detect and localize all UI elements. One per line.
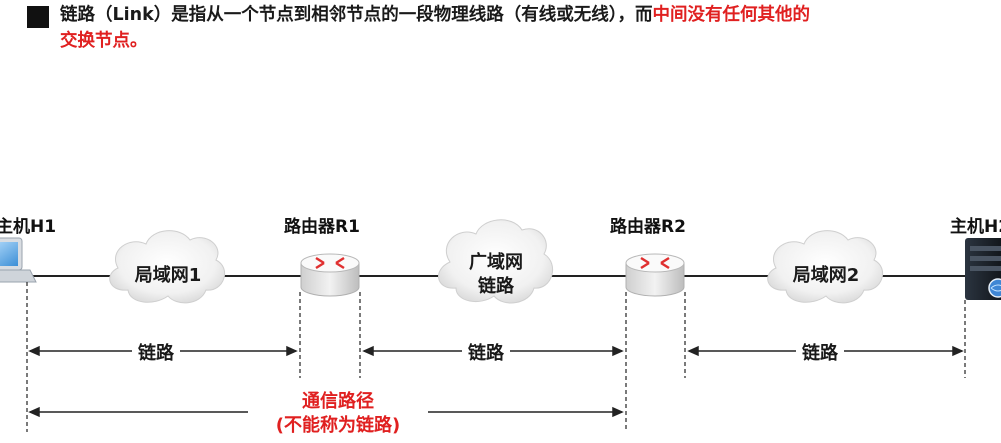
wan-label-line2: 链路	[478, 276, 514, 297]
link2-label: 链路	[462, 339, 510, 365]
cloud-lan2	[767, 230, 884, 304]
statement-part1: 链路（Link）是指从一个节点到相邻节点的一段物理线路（有线或无线），而	[60, 5, 653, 25]
path-label: 通信路径 (不能称为链路)	[248, 390, 428, 438]
cloud-wan	[438, 219, 554, 304]
lan2-label: 局域网2	[792, 265, 860, 286]
router2-label: 路由器R2	[610, 217, 686, 237]
cloud-lan1	[109, 230, 226, 304]
link1-label: 链路	[132, 339, 180, 365]
server-icon	[965, 238, 1001, 300]
host2-label: 主机H2	[950, 217, 1001, 237]
wan-label-line1: 广域网	[469, 252, 523, 273]
dashed-guides	[26, 282, 966, 432]
link3-label: 链路	[796, 339, 844, 365]
definition-statement: 链路（Link）是指从一个节点到相邻节点的一段物理线路（有线或无线），而中间没有…	[60, 2, 995, 54]
lan1-label: 局域网1	[134, 265, 202, 286]
path-label-line1: 通信路径	[302, 391, 374, 412]
router-r2-icon	[625, 253, 685, 297]
host1-label: 主机H1	[0, 217, 57, 237]
path-label-line2: (不能称为链路)	[275, 415, 401, 436]
statement-highlight: 中间没有任何其他的	[652, 5, 811, 25]
bullet-square	[27, 6, 49, 28]
router-r1-icon	[300, 253, 360, 297]
statement-part2: 交换节点。	[60, 31, 148, 51]
router1-label: 路由器R1	[284, 217, 360, 237]
laptop-icon	[0, 237, 37, 283]
